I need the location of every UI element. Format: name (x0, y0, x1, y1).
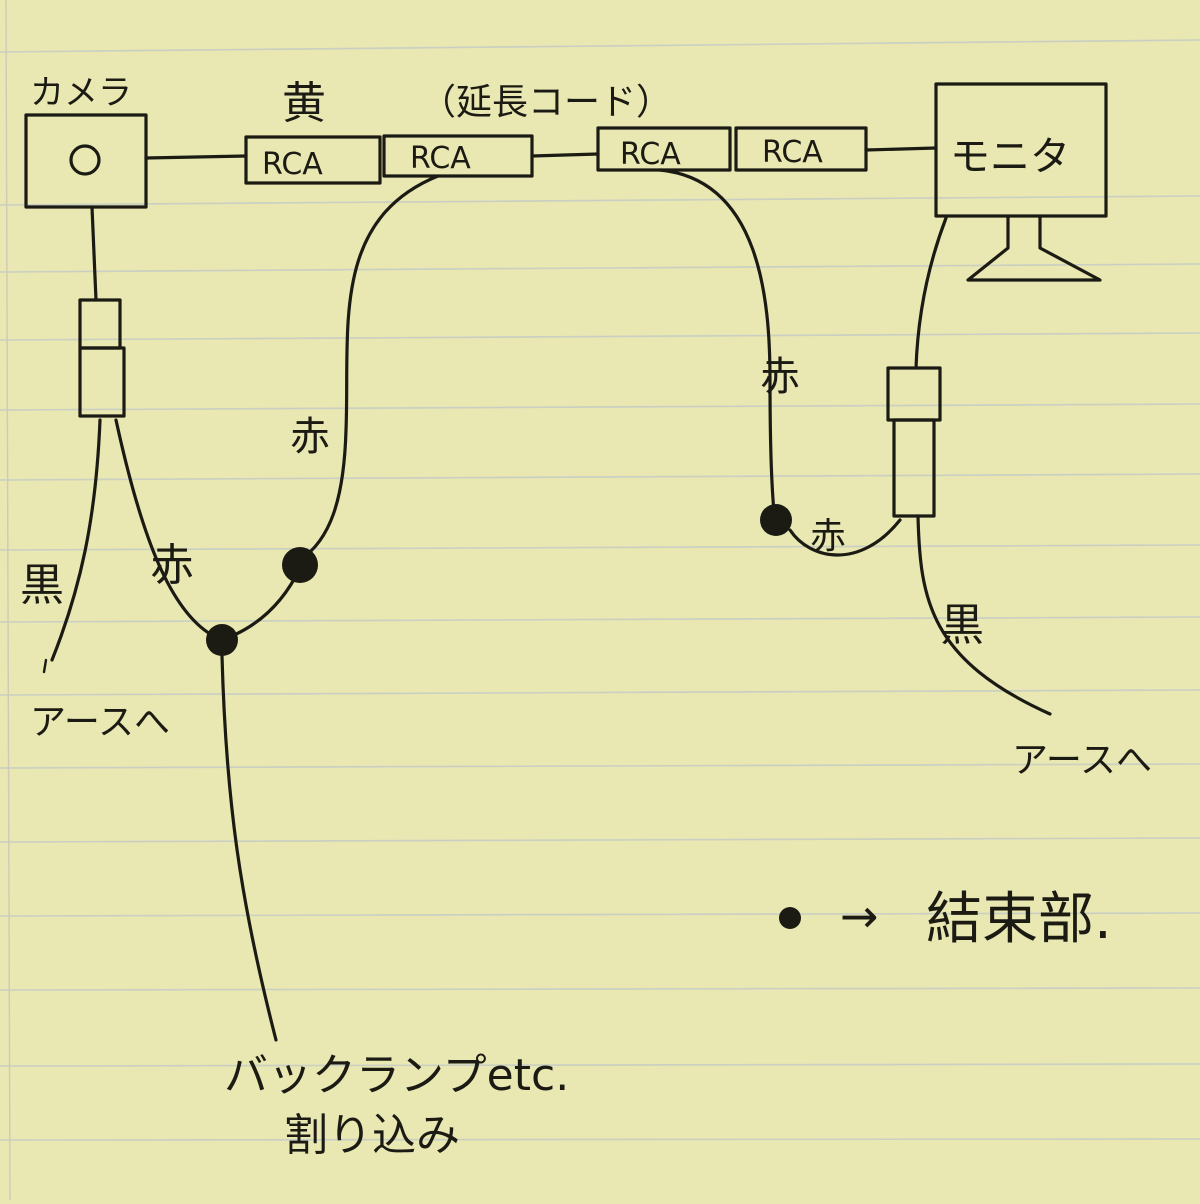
camera-label: カメラ (30, 73, 132, 113)
camera-ground-label: アースへ (30, 702, 170, 743)
tap-label-line2: 割り込み (284, 1110, 460, 1161)
monitor-label: モニタ (950, 134, 1070, 180)
camera-plug-lower (78, 346, 126, 418)
junction-dot-left-upper (282, 547, 318, 583)
legend-arrow: → (840, 889, 879, 943)
camera-red-wire (114, 418, 224, 642)
junction-dot-left-lower (206, 624, 238, 656)
rca-label-1: RCA (262, 147, 323, 182)
camera-plug-upper (78, 298, 122, 350)
camera-black-label: 黒 (20, 560, 64, 611)
tap-label-line1: バックランプetc. (224, 1050, 569, 1101)
trigger-red-wire-right: 赤 (658, 168, 800, 514)
camera-lens (69, 144, 101, 176)
camera-side-wiring: 黒 赤 アースへ (20, 205, 224, 743)
camera-black-wire (50, 418, 102, 662)
trigger-right-red-label: 赤 (760, 354, 800, 400)
monitor-stand (966, 214, 1102, 282)
junction-dot-right (760, 504, 792, 536)
rca-label-3: RCA (620, 137, 681, 172)
monitor-ground-label: アースへ (1012, 740, 1152, 781)
trigger-red-wire-left: 赤 (220, 174, 440, 642)
monitor-plug-upper (886, 366, 942, 422)
legend: → 結束部. (779, 887, 1112, 952)
trigger-left-red-label: 赤 (290, 414, 330, 460)
yellow-label: 黄 (282, 78, 326, 129)
monitor-screen (934, 82, 1108, 218)
monitor-black-wire (916, 514, 1052, 716)
monitor-red-label: 赤 (810, 516, 846, 557)
rca-connector-1 (244, 135, 382, 185)
extension-cord-label: （延長コード） (420, 82, 672, 123)
camera-unit: カメラ (24, 73, 148, 209)
legend-dot (779, 907, 801, 929)
rca-label-4: RCA (762, 135, 823, 170)
monitor-side-wiring: 赤 黒 アースへ (788, 216, 1152, 781)
rca-label-2: RCA (410, 141, 471, 176)
yellow-video-line: RCA RCA RCA RCA 黄 （延長コード） (144, 78, 938, 185)
camera-box (24, 113, 148, 209)
monitor-plug-lower (892, 418, 936, 518)
monitor-red-wire (788, 518, 902, 557)
camera-red-label: 赤 (150, 540, 194, 591)
monitor-black-label: 黒 (940, 600, 984, 651)
legend-text: 結束部. (926, 887, 1112, 952)
back-lamp-tap-wire: バックランプetc. 割り込み (220, 654, 569, 1161)
monitor-unit: モニタ (934, 82, 1108, 282)
